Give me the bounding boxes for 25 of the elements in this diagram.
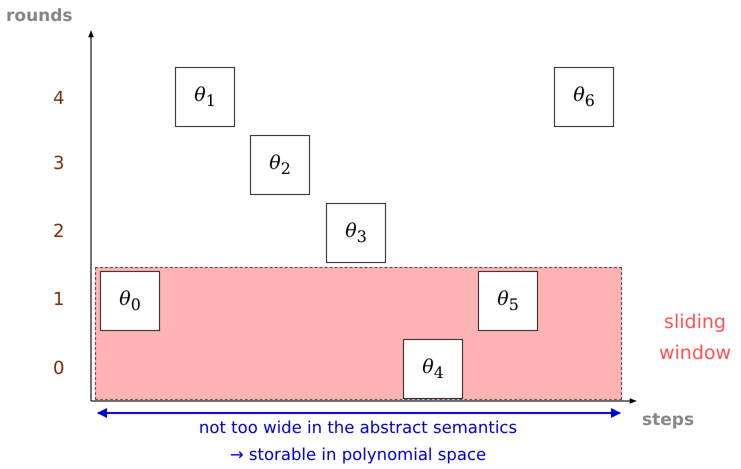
parameter-label: θ$_{5}$ bbox=[497, 288, 519, 314]
parameter-label: θ$_{3}$ bbox=[345, 220, 367, 246]
parameter-box bbox=[478, 271, 538, 331]
window-caption: sliding window bbox=[658, 310, 732, 366]
parameter-label: θ$_{2}$ bbox=[269, 152, 291, 178]
tick-label: 1 bbox=[53, 289, 64, 310]
parameter-label: θ$_{4}$ bbox=[422, 356, 444, 382]
parameter-box bbox=[326, 203, 386, 263]
tick-label: 0 bbox=[53, 358, 64, 379]
axis-title: steps bbox=[642, 410, 694, 430]
parameter-box bbox=[175, 67, 235, 127]
annotation-text: → storable in polynomial space bbox=[230, 445, 486, 464]
parameter-box bbox=[554, 67, 614, 127]
parameter-box bbox=[403, 339, 463, 399]
annotation-text: not too wide in the abstract semantics bbox=[198, 418, 518, 437]
tick-label: 4 bbox=[53, 88, 64, 109]
axis-title: rounds bbox=[6, 6, 73, 26]
parameter-box bbox=[250, 135, 310, 195]
tick-label: 3 bbox=[53, 153, 64, 174]
parameter-label: θ$_{6}$ bbox=[573, 84, 595, 110]
parameter-label: θ$_{0}$ bbox=[119, 288, 141, 314]
sliding-window-band bbox=[95, 267, 622, 400]
tick-label: 2 bbox=[53, 221, 64, 242]
parameter-box bbox=[100, 271, 160, 331]
parameter-label: θ$_{1}$ bbox=[194, 84, 216, 110]
